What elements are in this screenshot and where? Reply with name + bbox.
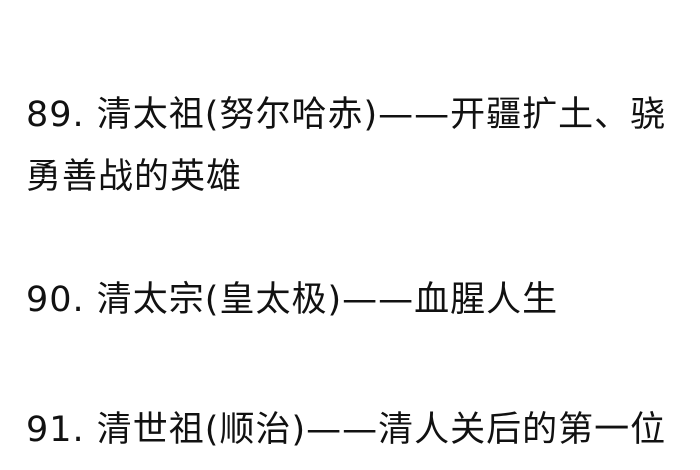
entry-89-line-2: 勇善战的英雄 xyxy=(26,157,243,197)
entry-91: 91. 清世祖(顺治)——清人关后的第一位 xyxy=(26,410,667,450)
entry-89-line-1: 89. 清太祖(努尔哈赤)——开疆扩土、骁 xyxy=(26,95,667,135)
entry-90: 90. 清太宗(皇太极)——血腥人生 xyxy=(26,280,559,320)
